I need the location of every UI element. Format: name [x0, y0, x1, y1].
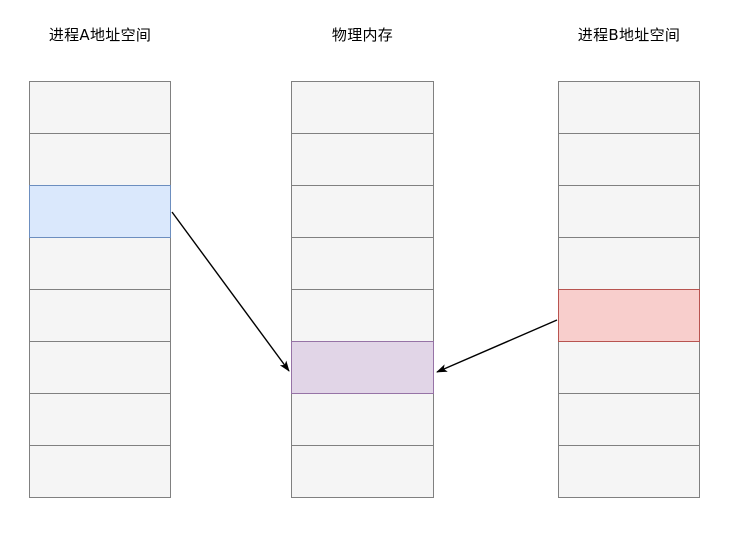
cell-stack-process-a [29, 81, 171, 498]
memory-cell [29, 237, 171, 290]
memory-cell [558, 341, 700, 394]
column-title-physical-memory: 物理内存 [331, 26, 394, 44]
memory-cell [291, 393, 434, 446]
memory-cell [29, 341, 171, 394]
memory-cell [29, 133, 171, 186]
cell-stack-physical-memory [291, 81, 434, 498]
memory-cell [558, 133, 700, 186]
memory-cell [291, 133, 434, 186]
memory-cell [29, 289, 171, 342]
process-a-shared-page [29, 185, 171, 238]
column-title-process-a: 进程A地址空间 [48, 26, 152, 44]
memory-cell [29, 445, 171, 498]
column-process-a: 进程A地址空间 [29, 0, 171, 538]
process-b-shared-page [558, 289, 700, 342]
memory-cell [558, 185, 700, 238]
memory-cell [558, 237, 700, 290]
memory-cell [291, 237, 434, 290]
column-process-b: 进程B地址空间 [558, 0, 700, 538]
memory-cell [558, 393, 700, 446]
arrow-process-a-to-physical [171, 211, 290, 372]
memory-cell [291, 289, 434, 342]
column-physical-memory: 物理内存 [291, 0, 434, 538]
physical-shared-frame [291, 341, 434, 394]
memory-cell [291, 185, 434, 238]
memory-cell [558, 81, 700, 134]
column-title-process-b: 进程B地址空间 [577, 26, 681, 44]
memory-cell [291, 81, 434, 134]
memory-cell [29, 393, 171, 446]
cell-stack-process-b [558, 81, 700, 498]
memory-cell [558, 445, 700, 498]
memory-cell [29, 81, 171, 134]
memory-cell [291, 445, 434, 498]
arrow-process-b-to-physical [436, 319, 558, 373]
